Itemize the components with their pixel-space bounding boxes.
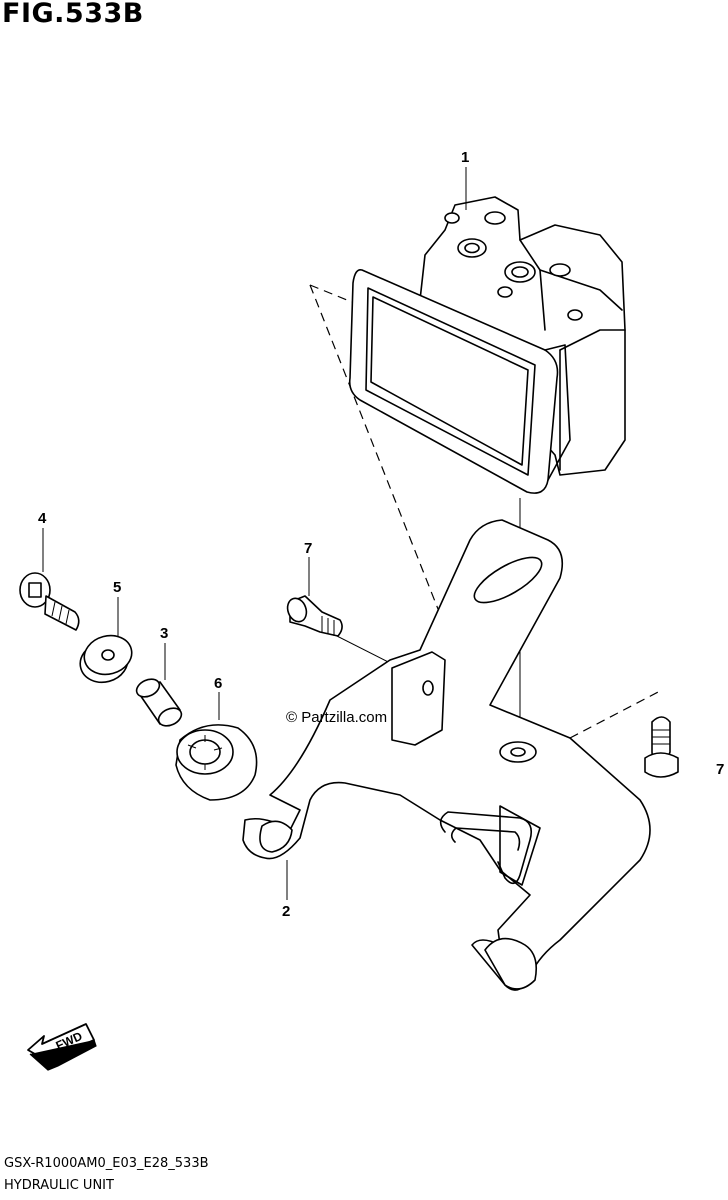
fwd-arrow-icon: FWD [27,1023,97,1071]
screw-part-4[interactable] [19,572,80,631]
bolt-part-7-right[interactable] [644,716,679,778]
bolt-part-7-left[interactable] [284,595,343,637]
unit-name: HYDRAULIC UNIT [4,1178,114,1193]
grommet-part-6[interactable] [175,724,258,801]
model-code: GSX-R1000AM0_E03_E28_533B [4,1156,209,1171]
watermark: © Partzilla.com [286,709,387,726]
callout-7-right: 7 [716,761,724,778]
leader-lines [42,167,467,900]
callout-4: 4 [38,510,47,527]
callout-6: 6 [214,675,222,692]
figure-title: FIG.533B [2,0,144,29]
collar-part-3[interactable] [134,676,185,730]
bracket-part-2[interactable] [242,519,651,991]
hydraulic-unit-part-1[interactable] [348,196,626,494]
callout-5: 5 [113,579,121,596]
callout-2: 2 [282,903,290,920]
callout-7-left: 7 [304,540,312,557]
washer-part-5[interactable] [76,630,136,687]
callout-1: 1 [461,149,469,166]
callout-3: 3 [160,625,168,642]
